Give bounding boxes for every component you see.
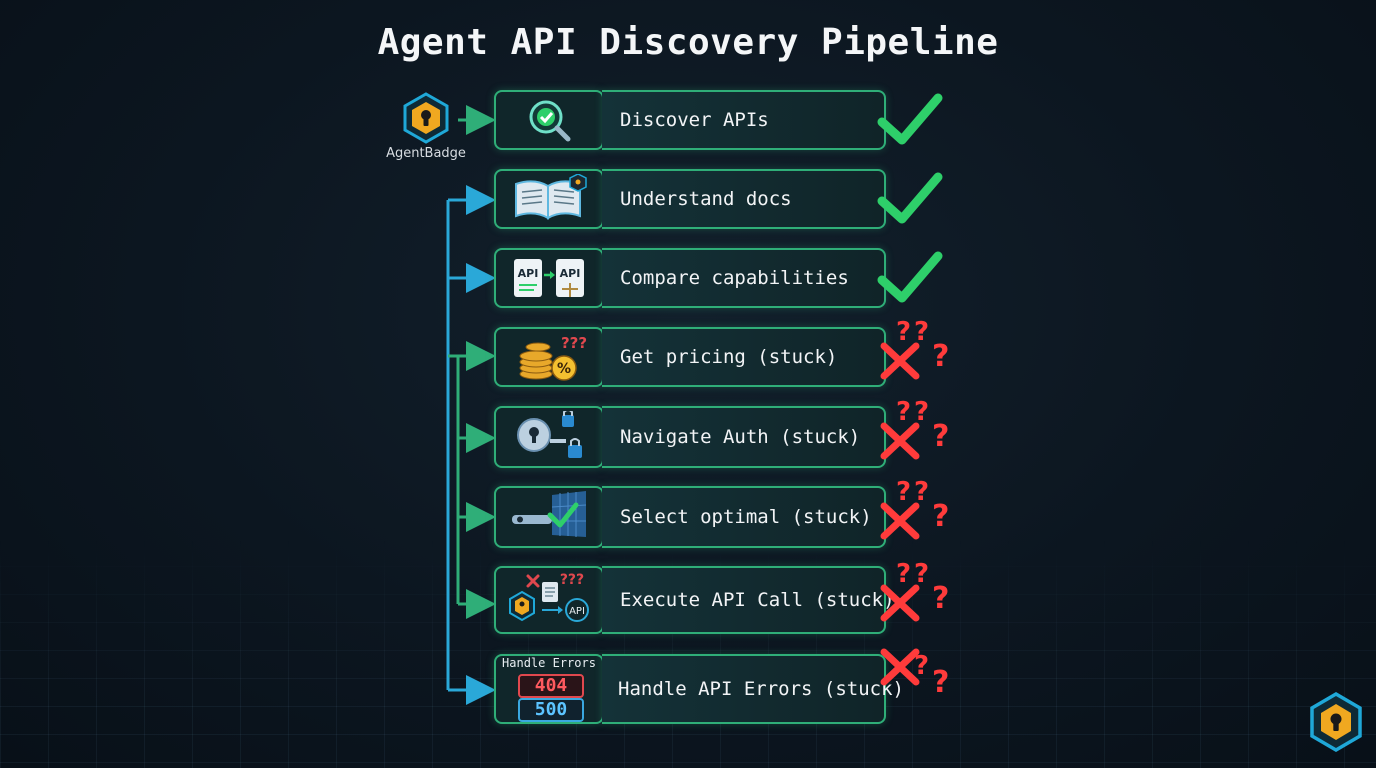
step-label: Handle API Errors (stuck) bbox=[618, 678, 904, 700]
cross-icon bbox=[880, 502, 920, 540]
svg-text:?: ? bbox=[914, 651, 929, 681]
error-panel-title: Handle Errors bbox=[502, 656, 596, 670]
svg-text:?: ? bbox=[896, 317, 911, 347]
question-marks-text: ??? bbox=[561, 334, 587, 352]
key-lock-icon bbox=[517, 411, 582, 458]
status-stuck-6: ??? bbox=[876, 477, 962, 548]
checkmark-icon bbox=[877, 172, 943, 224]
step-label: Select optimal (stuck) bbox=[620, 506, 872, 528]
svg-text:?: ? bbox=[932, 419, 949, 454]
svg-text:?: ? bbox=[932, 499, 949, 534]
api-doc-right-text: API bbox=[560, 267, 581, 280]
key-check-icon bbox=[512, 491, 587, 537]
svg-text:?: ? bbox=[896, 559, 911, 589]
svg-text:?: ? bbox=[932, 339, 949, 374]
cross-icon bbox=[880, 584, 920, 622]
step-handle-api-errors: Handle Errors 404 500 Handle API Errors … bbox=[494, 654, 904, 724]
step-understand-docs: Understand docs bbox=[494, 169, 886, 229]
svg-text:?: ? bbox=[914, 397, 929, 427]
svg-text:?: ? bbox=[914, 559, 929, 589]
cross-icon bbox=[880, 422, 920, 460]
status-stuck-7: ??? bbox=[876, 559, 962, 630]
question-marks-icon: ?? bbox=[914, 651, 949, 700]
checkmark-icon bbox=[877, 251, 943, 303]
api-doc-left-text: API bbox=[518, 267, 539, 280]
error-code-500: 500 bbox=[518, 698, 584, 722]
percent-text: % bbox=[557, 361, 571, 377]
question-marks-icon: ??? bbox=[896, 317, 949, 374]
step-label: Understand docs bbox=[620, 188, 792, 210]
status-stuck-8: ?? bbox=[876, 640, 962, 710]
svg-text:?: ? bbox=[896, 397, 911, 427]
status-success-1 bbox=[876, 88, 962, 158]
question-marks-icon: ??? bbox=[896, 397, 949, 454]
coins-percent-icon: % ??? bbox=[519, 334, 587, 381]
status-success-3 bbox=[876, 246, 962, 316]
execute-question-marks-text: ??? bbox=[560, 572, 584, 588]
step-get-pricing: % ??? Get pricing (stuck) bbox=[494, 327, 886, 387]
svg-text:?: ? bbox=[932, 665, 949, 700]
step-label: Execute API Call (stuck) bbox=[620, 589, 895, 611]
corner-badge-icon bbox=[1310, 692, 1362, 752]
question-marks-icon: ??? bbox=[896, 559, 949, 616]
step-execute-api-call: API ??? Execute API Call (stuck) bbox=[494, 566, 895, 634]
cross-icon bbox=[880, 342, 920, 380]
step-discover-apis: Discover APIs bbox=[494, 90, 886, 150]
status-stuck-4: ??? bbox=[876, 317, 962, 388]
api-compare-scale-icon: API API bbox=[514, 259, 584, 297]
svg-text:?: ? bbox=[932, 581, 949, 616]
svg-text:?: ? bbox=[896, 477, 911, 507]
step-compare-capabilities: API API Compare capabilities bbox=[494, 248, 886, 308]
execute-api-icon: API ??? bbox=[509, 572, 589, 622]
magnifier-check-icon bbox=[529, 100, 571, 142]
error-code-404: 404 bbox=[518, 674, 584, 698]
svg-text:?: ? bbox=[914, 317, 929, 347]
question-marks-icon: ??? bbox=[896, 477, 949, 534]
agentbadge-logo-icon bbox=[403, 92, 449, 144]
api-circle-text: API bbox=[569, 606, 585, 617]
step-label: Compare capabilities bbox=[620, 267, 849, 289]
checkmark-icon bbox=[877, 93, 943, 145]
open-book-icon bbox=[515, 174, 587, 220]
step-label: Navigate Auth (stuck) bbox=[620, 426, 861, 448]
cross-icon bbox=[880, 648, 920, 686]
brand-name: AgentBadge bbox=[386, 146, 466, 161]
step-label: Discover APIs bbox=[620, 109, 769, 131]
step-select-optimal: Select optimal (stuck) bbox=[494, 486, 886, 548]
step-navigate-auth: Navigate Auth (stuck) bbox=[494, 406, 886, 468]
page-title: Agent API Discovery Pipeline bbox=[377, 22, 999, 63]
svg-text:?: ? bbox=[914, 477, 929, 507]
step-label: Get pricing (stuck) bbox=[620, 346, 838, 368]
status-success-2 bbox=[876, 167, 962, 237]
status-stuck-5: ??? bbox=[876, 397, 962, 468]
